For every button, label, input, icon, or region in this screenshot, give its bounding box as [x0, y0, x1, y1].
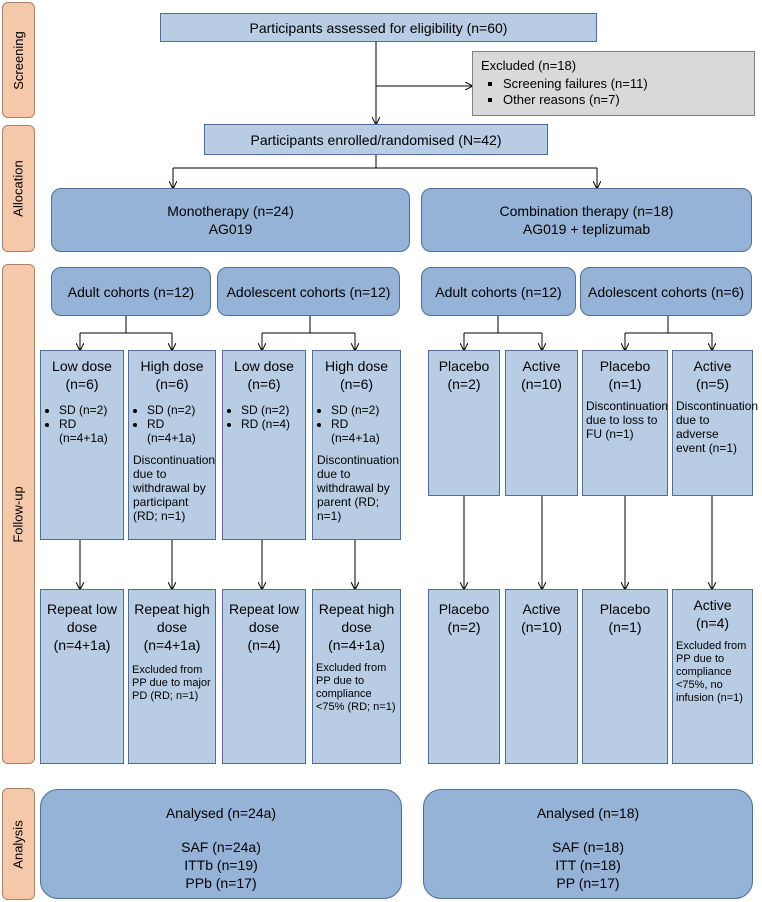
eligibility-box: Participants assessed for eligibility (n…	[160, 13, 597, 42]
repeat-box: Placebo(n=2)	[428, 589, 500, 764]
excluded-title: Excluded (n=18)	[481, 58, 577, 73]
arm-box: Active(n=10)	[505, 350, 578, 496]
cohort-box: Adolescent cohorts (n=6)	[580, 267, 752, 316]
excluded-item: Screening failures (n=11)	[503, 76, 746, 92]
arm-box: Low dose(n=6) SD (n=2)RD (n=4+1a)	[40, 350, 124, 540]
repeat-box: Repeat low dose(n=4+1a)	[40, 589, 124, 764]
excluded-item: Other reasons (n=7)	[503, 92, 746, 108]
monotherapy-box: Monotherapy (n=24)AG019	[51, 188, 410, 252]
excluded-box: Excluded (n=18) Screening failures (n=11…	[472, 51, 755, 116]
combination-therapy-box: Combination therapy (n=18)AG019 + tepliz…	[421, 188, 752, 252]
repeat-box: Repeat high dose(n=4+1a) Excluded from P…	[128, 589, 216, 764]
arm-box: Placebo(n=2)	[428, 350, 500, 496]
cohort-box: Adult cohorts (n=12)	[421, 267, 576, 316]
repeat-box: Active(n=4) Excluded from PP due to comp…	[672, 589, 753, 764]
analysis-combination-box: Analysed (n=18) SAF (n=18) ITT (n=18) PP…	[423, 789, 753, 899]
repeat-box: Repeat high dose(n=4+1a) Excluded from P…	[312, 589, 401, 764]
phase-follow-up: Follow-up	[2, 264, 35, 764]
analysis-monotherapy-box: Analysed (n=24a) SAF (n=24a) ITTb (n=19)…	[40, 789, 402, 899]
phase-analysis: Analysis	[2, 788, 35, 900]
arm-box: High dose(n=6) SD (n=2)RD (n=4+1a) Disco…	[312, 350, 401, 540]
phase-allocation: Allocation	[2, 125, 35, 252]
repeat-box: Active(n=10)	[505, 589, 578, 764]
cohort-box: Adult cohorts (n=12)	[51, 267, 211, 316]
arm-box: Low dose(n=6) SD (n=2)RD (n=4)	[222, 350, 306, 540]
arm-box: High dose(n=6) SD (n=2)RD (n=4+1a) Disco…	[128, 350, 216, 540]
phase-screening: Screening	[2, 2, 35, 118]
repeat-box: Placebo(n=1)	[582, 589, 668, 764]
cohort-box: Adolescent cohorts (n=12)	[217, 267, 400, 316]
repeat-box: Repeat low dose(n=4)	[222, 589, 306, 764]
arm-box: Placebo(n=1) Discontinuation due to loss…	[582, 350, 668, 496]
enrolled-box: Participants enrolled/randomised (N=42)	[204, 124, 548, 155]
arm-box: Active(n=5) Discontinuation due to adver…	[672, 350, 758, 496]
